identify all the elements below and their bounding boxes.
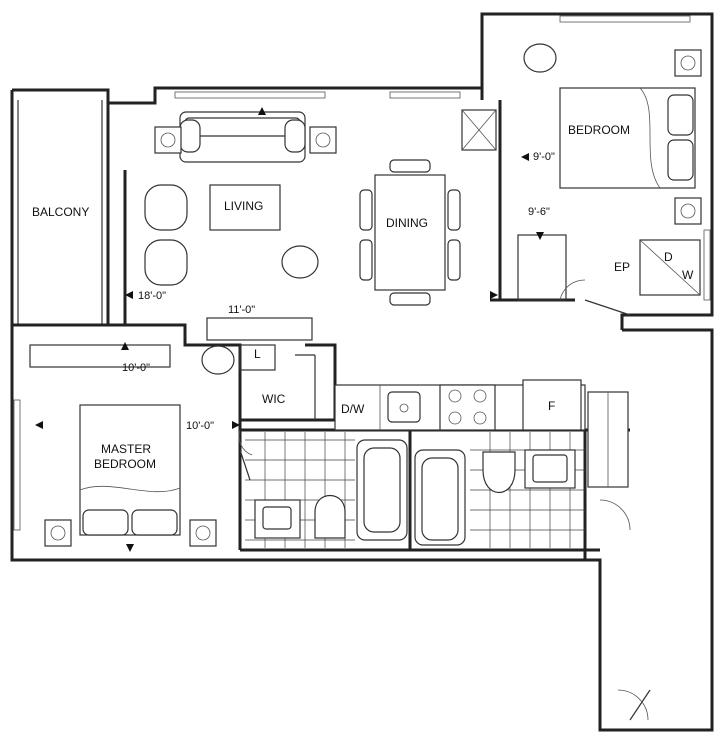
interior-walls — [29, 14, 630, 560]
dimension-living-width: 18'-0" — [138, 290, 166, 302]
room-label-wic: WIC — [262, 392, 286, 406]
main-bathroom — [414, 432, 585, 548]
dimension-master-depth: 10'-0" — [122, 362, 150, 374]
kitchen — [334, 379, 629, 488]
room-label-linen: L — [254, 347, 261, 361]
room-label-living: LIVING — [224, 199, 263, 213]
dimension-living-depth: 11'-0" — [228, 304, 255, 316]
dimension-bedroom-width: 9'-0" — [533, 151, 555, 163]
wic-closet — [239, 344, 316, 420]
ensuite-bathroom — [245, 432, 408, 548]
room-label-ep: EP — [614, 260, 630, 274]
dimension-arrows — [35, 107, 544, 552]
bedroom-furniture — [523, 43, 702, 225]
room-label-dining: DINING — [386, 216, 428, 230]
appliance-label-dishwasher: D/W — [341, 402, 365, 416]
dimension-master-width: 10'-0" — [186, 420, 214, 432]
master-furniture — [44, 345, 235, 547]
dining-furniture — [359, 159, 461, 306]
appliance-label-fridge: F — [548, 399, 555, 413]
door-swings — [238, 279, 651, 721]
living-furniture — [144, 109, 497, 286]
appliance-label-dryer: D — [664, 250, 673, 264]
appliance-label-washer: W — [682, 268, 694, 282]
room-label-balcony: BALCONY — [32, 205, 89, 219]
room-label-master-line1: MASTER — [101, 442, 151, 456]
dimension-bedroom-depth: 9'-6" — [528, 206, 550, 218]
room-label-master-line2: BEDROOM — [94, 457, 156, 471]
laundry-closet — [639, 239, 701, 296]
windows — [13, 15, 711, 531]
room-label-bedroom: BEDROOM — [568, 123, 630, 137]
